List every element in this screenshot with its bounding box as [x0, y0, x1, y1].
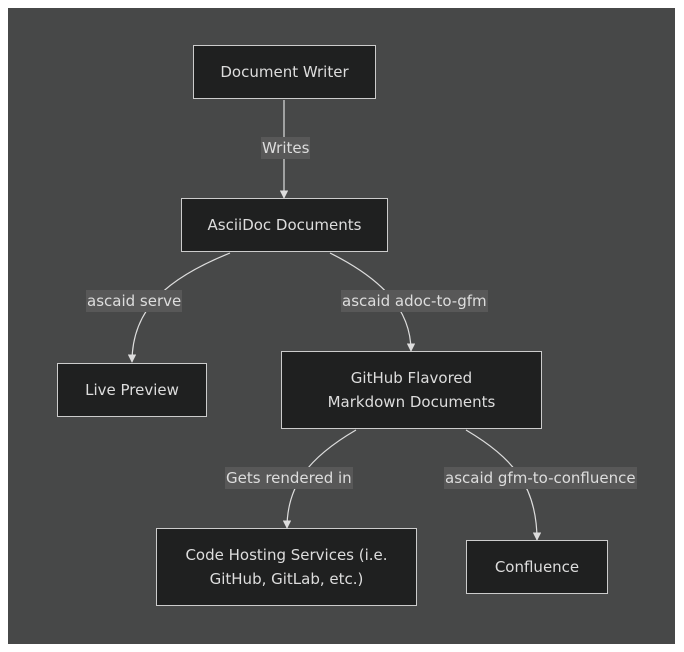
- edge-label-ascaid-gfm-to-confluence: ascaid gfm-to-confluence: [444, 467, 637, 489]
- node-confluence-label: Confluence: [494, 558, 580, 576]
- node-code-hosting-services-label: Code Hosting Services (i.e. GitHub, GitL…: [185, 546, 388, 588]
- node-asciidoc-documents-label: AsciiDoc Documents: [207, 216, 362, 234]
- edge-label-ascaid-serve: ascaid serve: [86, 290, 183, 312]
- node-gfm-documents-label: GitHub Flavored Markdown Documents: [327, 369, 496, 411]
- edge-label-gets-rendered-in: Gets rendered in: [225, 467, 353, 489]
- diagram-canvas: Document Writer AsciiDoc Documents Live …: [8, 8, 675, 644]
- node-asciidoc-documents: AsciiDoc Documents: [181, 198, 388, 252]
- node-document-writer: Document Writer: [193, 45, 376, 99]
- edge-label-writes: Writes: [261, 137, 311, 159]
- node-code-hosting-services: Code Hosting Services (i.e. GitHub, GitL…: [156, 528, 417, 606]
- edge-label-ascaid-adoc-to-gfm: ascaid adoc-to-gfm: [341, 290, 488, 312]
- node-document-writer-label: Document Writer: [220, 63, 349, 81]
- node-live-preview-label: Live Preview: [85, 381, 179, 399]
- node-gfm-documents: GitHub Flavored Markdown Documents: [281, 351, 542, 429]
- node-confluence: Confluence: [466, 540, 608, 594]
- node-live-preview: Live Preview: [57, 363, 207, 417]
